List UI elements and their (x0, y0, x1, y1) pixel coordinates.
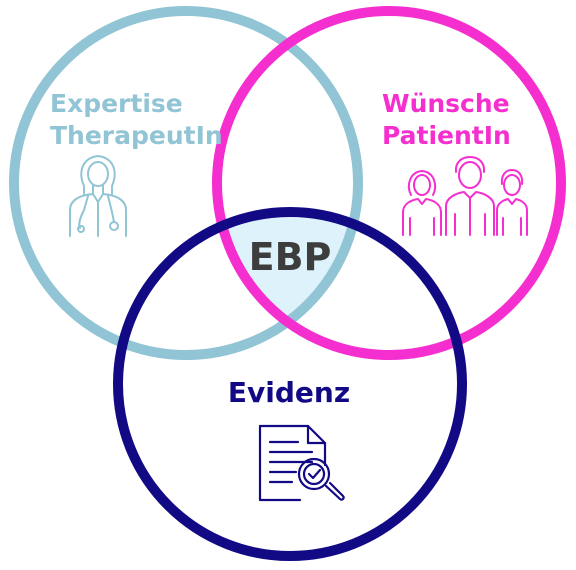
wishes-circle (212, 6, 566, 360)
center-label: EBP (249, 235, 332, 279)
doctor-icon (69, 155, 127, 237)
evidence-label: Evidenz (228, 376, 350, 409)
expertise-label-line2: TherapeutIn (50, 121, 223, 150)
evidence-circle (113, 207, 467, 561)
expertise-circle (9, 6, 363, 360)
document-search-icon (258, 424, 345, 502)
wishes-label-line2: PatientIn (382, 121, 511, 150)
patients-group-icon (402, 156, 528, 236)
expertise-label-line1: Expertise (50, 89, 183, 118)
wishes-label-line1: Wünsche (382, 89, 510, 118)
